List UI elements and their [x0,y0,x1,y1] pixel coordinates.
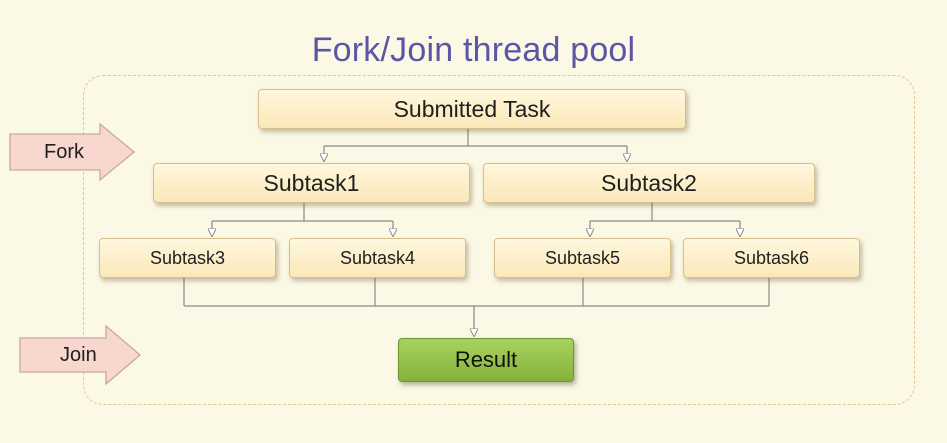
subtask1-box: Subtask1 [153,163,470,203]
subtask6-box: Subtask6 [683,238,860,278]
thread-pool-boundary [83,75,915,405]
fork-side-arrow [9,122,136,182]
diagram-title: Fork/Join thread pool [311,31,636,69]
join-side-arrow [19,324,142,386]
subtask2-box: Subtask2 [483,163,815,203]
submitted-task-box: Submitted Task [258,89,686,129]
fork-label: Fork [44,141,84,163]
subtask4-box: Subtask4 [289,238,466,278]
subtask5-box: Subtask5 [494,238,671,278]
join-label: Join [60,344,97,366]
result-box: Result [398,338,574,382]
subtask3-box: Subtask3 [99,238,276,278]
